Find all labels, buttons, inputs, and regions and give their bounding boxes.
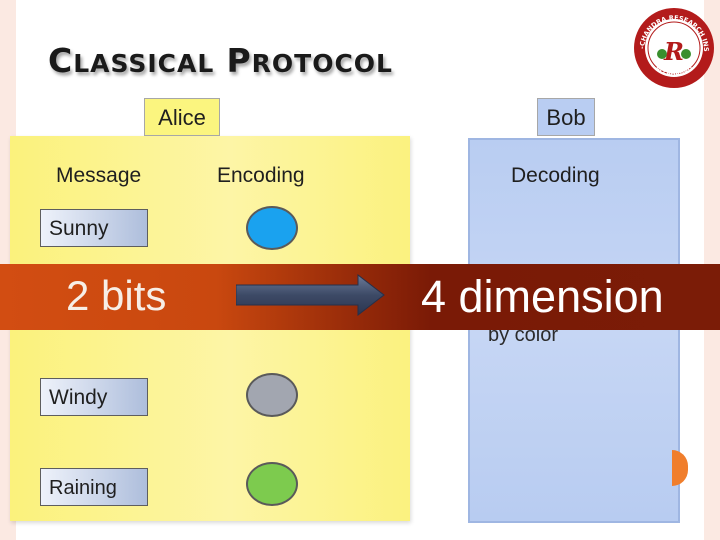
title-word-1-rest: LASSICAL	[73, 49, 215, 78]
arrow-right-icon	[236, 274, 385, 316]
bob-label: Bob	[537, 98, 595, 136]
institute-logo: HARISH-CHANDRA RESEARCH INSTITUTE ALLAHA…	[632, 6, 714, 88]
banner-bits-text: 2 bits	[66, 272, 167, 319]
message-column-header: Message	[56, 164, 142, 187]
banner-dimension-text: 4 dimension	[421, 271, 664, 322]
alice-label: Alice	[144, 98, 220, 136]
message-windy: Windy	[40, 378, 148, 416]
encoding-column-header: Encoding	[217, 164, 305, 187]
title-initial-1: C	[48, 41, 74, 80]
logo-monogram: R	[663, 37, 684, 66]
slide-title: CLASSICAL PROTOCOL	[48, 44, 393, 77]
encoding-blue-circle	[246, 206, 298, 250]
title-word-2-rest: ROTOCOL	[251, 49, 393, 78]
orange-marker	[672, 450, 688, 486]
message-raining: Raining	[40, 468, 148, 506]
title-initial-2: P	[226, 41, 252, 80]
decoding-column-header: Decoding	[511, 164, 600, 187]
bob-panel	[468, 138, 680, 523]
encoding-green-circle	[246, 462, 298, 506]
encoding-gray-circle	[246, 373, 298, 417]
message-sunny: Sunny	[40, 209, 148, 247]
